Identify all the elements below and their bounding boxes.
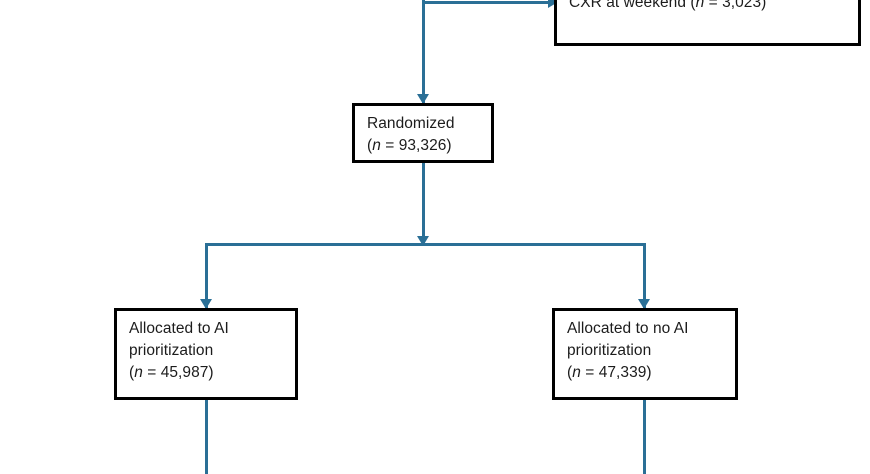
arrowhead-down-into-no-ai-box xyxy=(638,299,650,309)
connector-leg-to-no-ai-box xyxy=(643,243,646,308)
arrowhead-down-into-split xyxy=(417,236,429,246)
allocated-no-ai-count: (n = 47,339) xyxy=(567,364,652,381)
allocated-no-ai-line-2: prioritization xyxy=(567,342,652,359)
connector-leg-to-ai-box xyxy=(205,243,208,308)
connector-trunk-from-enrollment xyxy=(422,0,425,103)
n-italic: n xyxy=(372,137,381,154)
randomized-label: Randomized xyxy=(367,115,455,132)
connector-tail-below-ai-box xyxy=(205,400,208,474)
n-italic: n xyxy=(695,0,705,11)
allocated-no-ai-line-1: Allocated to no AI xyxy=(567,320,689,337)
allocated-ai-count: (n = 45,987) xyxy=(129,364,214,381)
box-excluded-reasons: Data compliance issue (n = 1,582) CXR at… xyxy=(554,0,861,46)
arrowhead-right-to-excluded-reasons xyxy=(548,0,558,8)
box-randomized: Randomized (n = 93,326) xyxy=(352,103,494,163)
n-italic: n xyxy=(134,364,143,381)
allocated-ai-line-1: Allocated to AI xyxy=(129,320,229,337)
excluded-reasons-line-2: CXR at weekend (n = 3,023) xyxy=(569,0,847,14)
n-italic: n xyxy=(572,364,581,381)
arrowhead-down-into-randomized xyxy=(417,94,429,104)
connector-tail-below-no-ai-box xyxy=(643,400,646,474)
randomized-count: (n = 93,326) xyxy=(367,137,452,154)
box-allocated-to-ai-prioritization: Allocated to AI prioritization (n = 45,9… xyxy=(114,308,298,400)
arrowhead-down-into-ai-box xyxy=(200,299,212,309)
box-allocated-to-no-ai-prioritization: Allocated to no AI prioritization (n = 4… xyxy=(552,308,738,400)
allocated-ai-line-2: prioritization xyxy=(129,342,214,359)
connector-branch-to-excluded-reasons xyxy=(422,1,558,4)
connector-trunk-below-randomized xyxy=(422,163,425,245)
